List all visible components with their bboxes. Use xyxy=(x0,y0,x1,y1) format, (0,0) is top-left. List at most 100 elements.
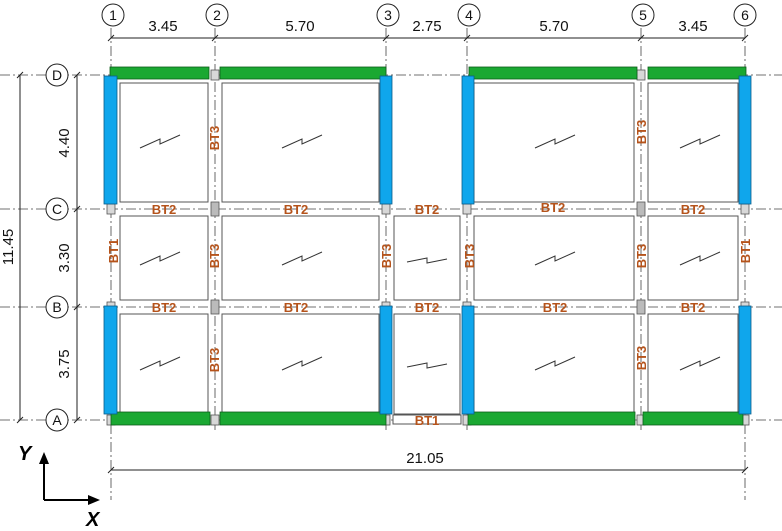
dimension-tick xyxy=(382,34,390,42)
beam-label-bt2: BT2 xyxy=(543,300,568,315)
column xyxy=(381,203,391,215)
beam-green xyxy=(219,411,387,426)
beam-label-bt2: BT2 xyxy=(152,300,177,315)
span-dimension: 2.75 xyxy=(412,18,441,35)
beam-label-bt3: BT3 xyxy=(207,348,222,373)
column xyxy=(636,299,646,315)
column xyxy=(210,299,220,315)
bottom-dimension-line xyxy=(107,466,749,474)
column xyxy=(106,203,116,215)
slab-panel xyxy=(647,82,739,203)
beam-green xyxy=(219,66,387,80)
span-direction-symbols xyxy=(139,134,721,371)
column xyxy=(210,69,220,81)
dimension-tick xyxy=(107,34,115,42)
grid-row-label: A xyxy=(52,412,62,428)
beam-label-bt2: BT2 xyxy=(541,200,566,215)
total-dimension-x: 21.05 xyxy=(406,450,444,467)
beam-label-bt3: BT3 xyxy=(207,244,222,269)
column xyxy=(210,201,220,217)
slab-panel xyxy=(119,82,209,203)
beam-label-bt2: BT2 xyxy=(681,202,706,217)
beam-green xyxy=(110,411,211,426)
span-arrow-icon xyxy=(139,134,181,149)
slab-panel xyxy=(221,313,380,415)
grid-row-label: B xyxy=(52,299,61,315)
dimension-tick xyxy=(637,34,645,42)
span-dimension: 5.70 xyxy=(285,18,314,35)
grid-row-label: D xyxy=(52,67,62,83)
column xyxy=(740,203,750,215)
slab-panel xyxy=(119,215,209,301)
slab-panel xyxy=(393,215,461,301)
blue-beams xyxy=(103,75,752,415)
grid-column-label: 5 xyxy=(639,7,647,23)
column-bubble-labels: 1 2 3 4 5 6 xyxy=(109,7,749,23)
grid-column-label: 1 xyxy=(109,7,117,23)
beam-blue xyxy=(379,75,393,205)
grid-bubble xyxy=(45,63,69,87)
span-arrow-icon xyxy=(406,257,448,264)
dimension-tick xyxy=(107,466,115,474)
axis-indicator xyxy=(39,452,100,505)
grid-column-label: 2 xyxy=(213,7,221,23)
beam-label-bt2: BT2 xyxy=(284,300,309,315)
beam-green xyxy=(467,411,636,426)
top-dimension-labels: 3.45 5.70 2.75 5.70 3.45 xyxy=(148,18,707,35)
span-arrow-icon xyxy=(281,356,323,371)
span-arrow-icon xyxy=(534,356,576,371)
beam-green xyxy=(468,66,638,80)
dimension-tick xyxy=(741,34,749,42)
grid-column-label: 3 xyxy=(384,7,392,23)
dimension-tick xyxy=(73,71,81,79)
grid-bubble xyxy=(101,3,125,27)
dimension-tick xyxy=(16,416,24,424)
slab-panel xyxy=(473,313,635,415)
beam-label-bt2: BT2 xyxy=(415,202,440,217)
span-arrow-icon xyxy=(534,251,576,266)
left-dimension-line xyxy=(16,71,81,424)
span-arrow-icon xyxy=(139,251,181,266)
grid-bubble xyxy=(45,295,69,319)
beam-label-bt3: BT3 xyxy=(634,244,649,269)
span-arrow-icon xyxy=(139,356,181,371)
slab-panel xyxy=(473,215,635,301)
slab-panel xyxy=(647,215,739,301)
span-dimension: 3.30 xyxy=(56,243,73,272)
span-arrow-icon xyxy=(679,356,721,371)
beam-green xyxy=(109,66,210,80)
grid-bubble xyxy=(45,197,69,221)
beam-label-bt1: BT1 xyxy=(415,413,440,428)
span-arrow-icon xyxy=(281,134,323,149)
beam-label-bt1: BT1 xyxy=(738,239,753,264)
beam-blue xyxy=(738,75,752,205)
column xyxy=(636,201,646,217)
span-arrow-icon xyxy=(534,134,576,149)
beam-label-bt2: BT2 xyxy=(284,202,309,217)
column xyxy=(210,414,220,426)
slab-panel xyxy=(221,215,380,301)
dimension-tick xyxy=(73,416,81,424)
top-dimension-line xyxy=(107,34,749,42)
slab-panel xyxy=(393,313,461,415)
beam-label-bt3: BT3 xyxy=(207,126,222,151)
beam-label-bt2: BT2 xyxy=(152,202,177,217)
dimension-tick xyxy=(73,303,81,311)
grid-bubble xyxy=(631,3,655,27)
grid-row-label: C xyxy=(52,201,62,217)
span-arrow-icon xyxy=(281,251,323,266)
column xyxy=(636,69,646,81)
beam-label-bt1: BT1 xyxy=(106,239,121,264)
beam-label-bt3: BT3 xyxy=(379,244,394,269)
grid-column-label: 4 xyxy=(465,7,473,23)
beam-label-bt2: BT2 xyxy=(681,300,706,315)
beam-green xyxy=(642,411,744,426)
green-beams xyxy=(109,66,747,426)
beam-green xyxy=(647,66,747,80)
row-bubble-labels: D C B A xyxy=(52,67,62,428)
grid-column-label: 6 xyxy=(741,7,749,23)
column-bubbles xyxy=(101,3,757,27)
span-dimension: 3.75 xyxy=(56,349,73,378)
total-dimension-y: 11.45 xyxy=(0,229,17,265)
